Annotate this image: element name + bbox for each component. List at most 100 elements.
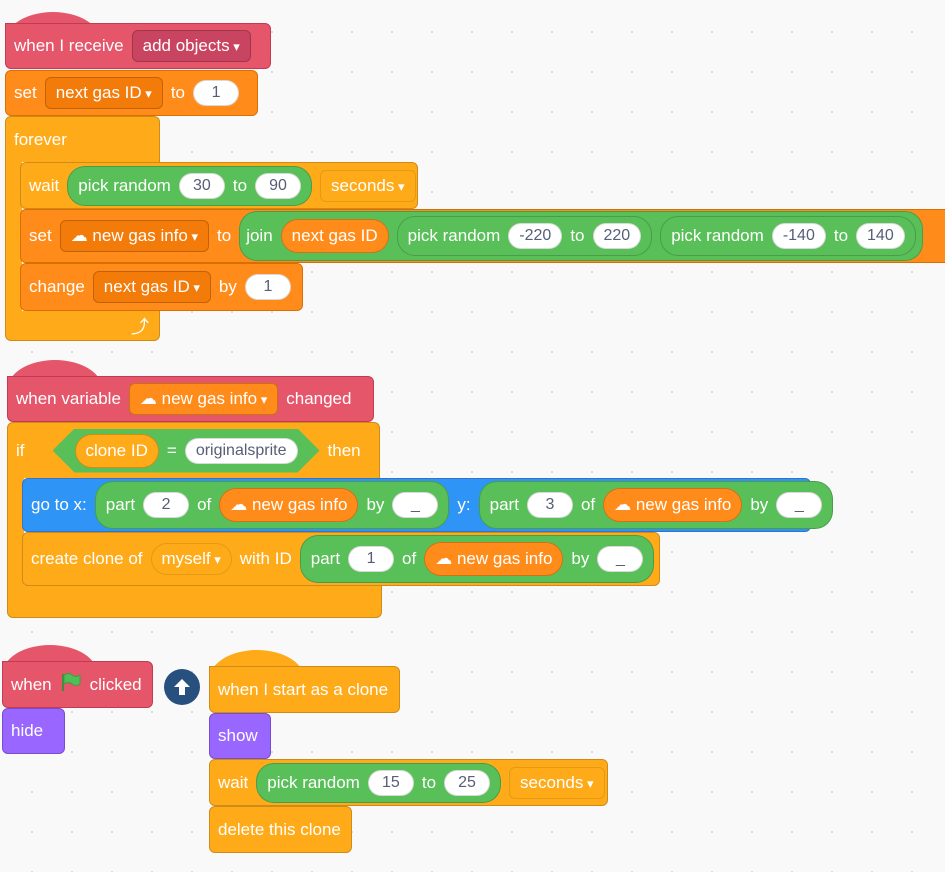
- pick-random-label: pick random: [671, 226, 764, 245]
- part-label: part: [489, 495, 519, 514]
- clone-target-dropdown[interactable]: myself: [150, 543, 232, 575]
- cloud-variable-dropdown[interactable]: ☁ new gas info: [128, 383, 279, 415]
- when-variable-changed-block[interactable]: when variable ☁ new gas info changed: [7, 376, 374, 422]
- set-variable-block[interactable]: set next gas ID to 1: [5, 70, 258, 116]
- change-label: change: [29, 277, 85, 296]
- delete-clone-label: delete this clone: [218, 819, 341, 839]
- green-flag-icon: [60, 672, 82, 697]
- wait-block[interactable]: wait pick random 30 to 90 seconds: [20, 162, 418, 209]
- when-label: when: [11, 674, 52, 694]
- clicked-label: clicked: [89, 674, 142, 694]
- pick-random-label: pick random: [407, 226, 501, 245]
- to-label: to: [570, 226, 585, 245]
- create-clone-label: create clone of: [31, 549, 143, 568]
- change-variable-block[interactable]: change next gas ID by 1: [20, 263, 303, 311]
- loop-arrow-icon: ⤴: [131, 316, 149, 337]
- part-index-input[interactable]: 3: [526, 492, 573, 518]
- by-label: by: [366, 495, 385, 514]
- seconds-dropdown[interactable]: seconds: [320, 169, 416, 202]
- cloud-variable-dropdown[interactable]: ☁ new gas info: [59, 220, 210, 252]
- if-arm: [7, 478, 24, 586]
- pick-random-reporter[interactable]: pick random 15 to 25: [256, 762, 502, 803]
- show-block[interactable]: show: [209, 713, 271, 759]
- random-to-input[interactable]: 90: [255, 172, 302, 199]
- hide-label: hide: [11, 721, 44, 740]
- next-gas-id-reporter[interactable]: next gas ID: [280, 219, 389, 253]
- forever-arm: [5, 161, 22, 311]
- y-label: y:: [457, 495, 471, 514]
- separator-input[interactable]: _: [776, 492, 823, 518]
- message-dropdown[interactable]: add objects: [131, 30, 251, 62]
- random-from-input[interactable]: 15: [367, 769, 414, 796]
- part-id-reporter[interactable]: part 1 of ☁ new gas info by _: [299, 535, 655, 583]
- by-label: by: [218, 277, 237, 296]
- variable-dropdown[interactable]: next gas ID: [92, 271, 211, 303]
- pick-random-y-reporter[interactable]: pick random -140 to 140: [660, 216, 916, 256]
- forever-block[interactable]: forever: [5, 116, 160, 162]
- part-label: part: [310, 549, 341, 568]
- when-i-receive-block[interactable]: when I receive add objects: [5, 23, 271, 69]
- of-label: of: [580, 495, 596, 514]
- wait-block[interactable]: wait pick random 15 to 25 seconds: [209, 759, 608, 806]
- when-i-start-as-clone-block[interactable]: when I start as a clone: [209, 666, 400, 713]
- compare-value-input[interactable]: originalsprite: [185, 438, 298, 464]
- if-block[interactable]: if clone ID = originalsprite then: [7, 422, 380, 478]
- then-label: then: [327, 440, 361, 460]
- to-label: to: [170, 83, 186, 102]
- part-y-reporter[interactable]: part 3 of ☁ new gas info by _: [478, 481, 834, 529]
- gas-info-reporter[interactable]: ☁ new gas info: [424, 542, 564, 576]
- show-label: show: [218, 726, 258, 745]
- with-id-label: with ID: [239, 549, 292, 568]
- to-label: to: [421, 772, 437, 792]
- random-from-input[interactable]: 30: [178, 172, 225, 199]
- pick-random-x-reporter[interactable]: pick random -220 to 220: [396, 216, 653, 256]
- go-to-x-label: go to x:: [31, 495, 87, 514]
- change-value-input[interactable]: 1: [244, 274, 291, 300]
- random-to-input[interactable]: 140: [856, 223, 905, 249]
- pick-random-label: pick random: [78, 175, 171, 195]
- random-to-input[interactable]: 25: [444, 769, 491, 796]
- set-gas-info-block[interactable]: set ☁ new gas info to join next gas ID p…: [20, 209, 945, 263]
- when-i-receive-label: when I receive: [14, 36, 124, 55]
- join-label: join: [246, 226, 273, 245]
- part-index-input[interactable]: 2: [143, 492, 190, 518]
- to-label: to: [232, 175, 248, 195]
- delete-clone-block[interactable]: delete this clone: [209, 806, 352, 853]
- pick-random-reporter[interactable]: pick random 30 to 90: [67, 165, 313, 206]
- separator-input[interactable]: _: [597, 546, 644, 572]
- to-label: to: [833, 226, 849, 245]
- clone-hat-label: when I start as a clone: [218, 679, 389, 699]
- forever-bottom: ⤴: [5, 311, 160, 341]
- gas-info-reporter[interactable]: ☁ new gas info: [219, 488, 359, 522]
- hide-block[interactable]: hide: [2, 708, 65, 754]
- gas-info-reporter[interactable]: ☁ new gas info: [603, 488, 743, 522]
- seconds-dropdown[interactable]: seconds: [509, 766, 605, 799]
- separator-input[interactable]: _: [392, 492, 439, 518]
- when-variable-label: when variable: [16, 389, 121, 408]
- when-flag-clicked-block[interactable]: when clicked: [2, 661, 153, 708]
- join-reporter[interactable]: join next gas ID pick random -220 to 220…: [239, 211, 923, 261]
- pick-random-label: pick random: [267, 772, 360, 792]
- random-from-input[interactable]: -140: [771, 223, 826, 249]
- up-arrow-icon[interactable]: [164, 669, 200, 705]
- clone-id-reporter[interactable]: clone ID: [75, 434, 159, 468]
- forever-label: forever: [14, 129, 67, 149]
- if-label: if: [16, 440, 25, 460]
- create-clone-block[interactable]: create clone of myself with ID part 1 of…: [22, 532, 660, 586]
- by-label: by: [571, 549, 590, 568]
- random-from-input[interactable]: -220: [508, 223, 563, 249]
- part-label: part: [105, 495, 136, 514]
- if-bottom: [7, 585, 382, 618]
- go-to-xy-block[interactable]: go to x: part 2 of ☁ new gas info by _ y…: [22, 478, 834, 532]
- changed-label: changed: [286, 389, 352, 408]
- set-label: set: [14, 83, 37, 102]
- to-label: to: [217, 226, 232, 245]
- part-index-input[interactable]: 1: [348, 546, 395, 572]
- part-x-reporter[interactable]: part 2 of ☁ new gas info by _: [94, 481, 450, 529]
- wait-label: wait: [218, 772, 249, 792]
- random-to-input[interactable]: 220: [592, 223, 642, 249]
- of-label: of: [197, 495, 212, 514]
- variable-dropdown[interactable]: next gas ID: [44, 77, 163, 109]
- value-input[interactable]: 1: [193, 80, 240, 106]
- equals-operator[interactable]: clone ID = originalsprite: [53, 429, 320, 473]
